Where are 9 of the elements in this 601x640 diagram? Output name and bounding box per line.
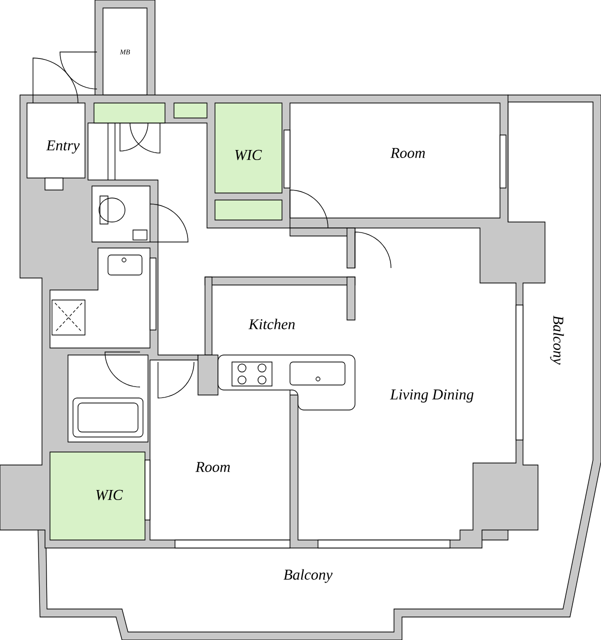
room-label: WIC <box>96 490 123 500</box>
room-label: Kitchen <box>248 318 295 330</box>
room-label: Entry <box>46 140 80 154</box>
room-label: WIC <box>235 150 262 160</box>
room-label: Room <box>195 462 230 472</box>
room-label: Balcony <box>284 569 333 583</box>
room-label: Living Dining <box>390 389 474 403</box>
room-label: Balcony <box>550 316 564 365</box>
room-label: Room <box>390 148 425 158</box>
